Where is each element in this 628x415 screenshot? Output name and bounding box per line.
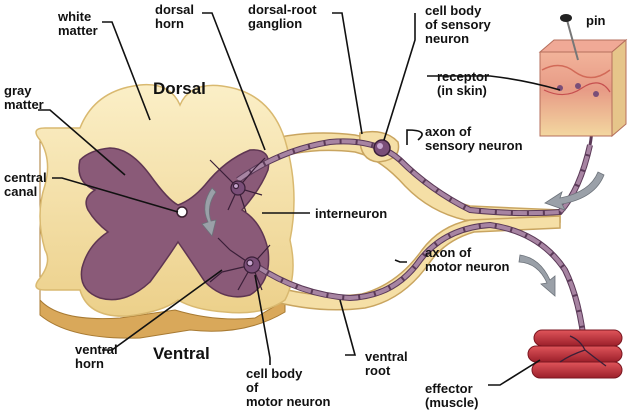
label-pin: pin	[586, 13, 606, 28]
direction-arrows	[201, 171, 605, 297]
label-gray-matter: gray matter	[4, 83, 44, 112]
motor-axon	[253, 221, 588, 351]
label-sensory-cell-body: cell body of sensory neuron	[425, 3, 491, 46]
label-dorsal-horn: dorsal horn	[155, 2, 195, 31]
label-central-canal: central canal	[4, 170, 47, 199]
gray-matter	[78, 147, 270, 301]
nerve-roots	[248, 130, 561, 311]
label-effector: effector (muscle)	[425, 381, 479, 410]
label-sensory-axon: axon of sensory neuron	[425, 124, 523, 153]
leader-lines	[38, 12, 561, 386]
label-ventral-root: ventral root	[365, 349, 408, 378]
label-dorsal: Dorsal	[153, 79, 206, 98]
pin-icon	[560, 14, 579, 61]
arrow-in-cord	[201, 187, 217, 237]
label-dorsal-root-ganglion: dorsal-root ganglion	[248, 2, 317, 31]
motor-neuron-cell	[209, 237, 271, 291]
label-white-matter: white matter	[58, 9, 98, 38]
label-ventral: Ventral	[153, 344, 210, 363]
interneuron-cell	[209, 157, 266, 213]
label-receptor: receptor (in skin)	[437, 69, 490, 98]
central-canal	[176, 206, 188, 218]
skin-block	[538, 38, 628, 138]
label-motor-axon: axon of motor neuron	[425, 245, 510, 274]
label-ventral-horn: ventral horn	[75, 342, 118, 371]
label-interneuron: interneuron	[315, 206, 388, 221]
muscle-effector	[527, 329, 623, 379]
spinal-cord-depth	[39, 140, 286, 339]
label-motor-cell-body: cell body of motor neuron	[246, 366, 331, 409]
arrow-sensory	[544, 171, 605, 211]
arrow-motor	[518, 254, 556, 297]
